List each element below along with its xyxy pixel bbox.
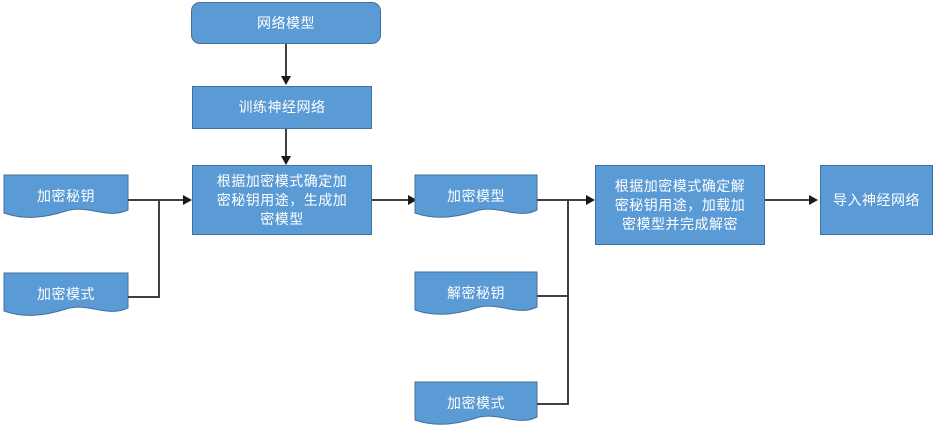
edge-decrypt-key-horizontal: [537, 295, 569, 297]
edge-decrypt-process-to-import: [765, 199, 813, 201]
edge-left-merge-vertical: [158, 199, 160, 298]
edge-network-model-to-train: [285, 44, 287, 78]
node-encrypt-mode-label: 加密模式: [37, 286, 95, 302]
arrowhead-right-encrypt-process: [183, 195, 192, 205]
edge-right-merge-vertical: [567, 199, 569, 404]
node-decrypt-key-label: 解密秘钥: [447, 285, 505, 301]
node-encrypt-model[interactable]: 加密模型: [414, 174, 538, 222]
node-decrypt-mode-label: 加密模式: [447, 395, 505, 411]
arrowhead-down-encrypt-process: [281, 156, 291, 165]
edge-encrypt-mode-horizontal: [128, 296, 160, 298]
node-decrypt-process[interactable]: 根据加密模式确定解 密秘钥用途，加载加 密模型并完成解密: [595, 165, 765, 245]
arrowhead-right-encrypt-model: [408, 195, 417, 205]
node-train-network[interactable]: 训练神经网络: [192, 86, 372, 129]
node-decrypt-mode[interactable]: 加密模式: [414, 381, 538, 429]
node-encrypt-mode[interactable]: 加密模式: [3, 272, 129, 320]
edge-encrypt-model-horizontal: [537, 199, 589, 201]
arrowhead-right-import-network: [809, 195, 818, 205]
edge-encrypt-key-horizontal: [128, 199, 186, 201]
edge-train-to-encrypt-process: [285, 129, 287, 159]
node-decrypt-key[interactable]: 解密秘钥: [414, 271, 538, 319]
node-network-model[interactable]: 网络模型: [191, 2, 381, 44]
node-encrypt-key[interactable]: 加密秘钥: [3, 174, 129, 222]
node-import-network[interactable]: 导入神经网络: [820, 165, 933, 235]
edge-decrypt-mode-horizontal: [537, 403, 569, 405]
arrowhead-down-train: [281, 76, 291, 85]
edge-encrypt-process-to-model: [372, 199, 412, 201]
arrowhead-right-decrypt-process: [586, 195, 595, 205]
node-encrypt-process[interactable]: 根据加密模式确定加 密秘钥用途，生成加 密模型: [192, 165, 372, 235]
node-encrypt-model-label: 加密模型: [447, 188, 505, 204]
node-encrypt-key-label: 加密秘钥: [37, 188, 95, 204]
